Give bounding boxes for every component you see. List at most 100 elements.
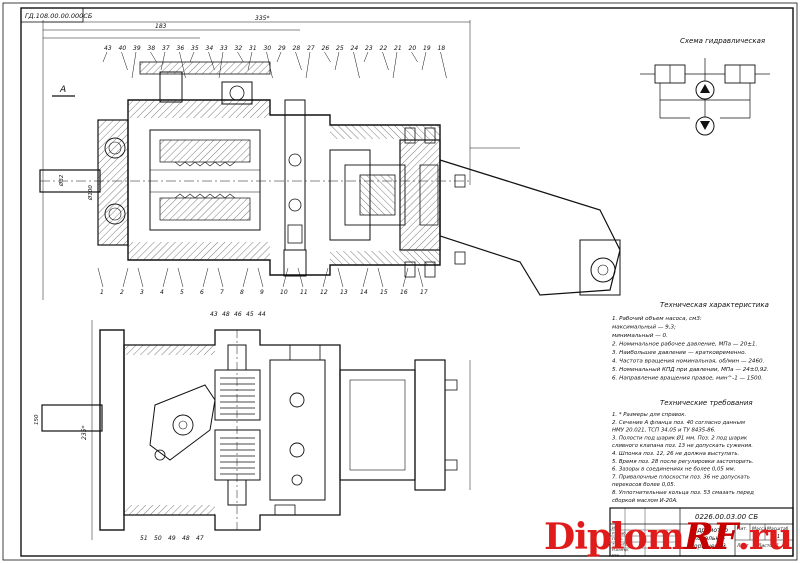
callout-lower-49: 49 — [168, 535, 176, 542]
callout-lower-48: 48 — [182, 535, 190, 542]
title-block-row-label: Утв. — [612, 553, 620, 558]
tech-char-line: 2. Номинальное рабочее давление, МПа — 2… — [612, 342, 758, 348]
callout-top-28: 28 — [293, 45, 301, 52]
stage-label: Лит. — [736, 526, 747, 532]
callout-bottom-4: 4 — [160, 289, 164, 296]
callout-bottom-1: 1 — [100, 289, 104, 296]
rear-motor-body — [439, 159, 621, 296]
sheet-label: Лист — [736, 543, 749, 549]
swash-lever — [149, 384, 216, 461]
top-section-view: 335* 183 Ø32 Ø100 — [39, 15, 621, 300]
lower-rear-extension — [339, 369, 416, 481]
tech-req-line: 5. Время поз. 28 после регулировки засто… — [612, 459, 754, 465]
top-port-left — [159, 71, 183, 103]
callout-lower-48: 48 — [222, 311, 230, 318]
callout-lower-50: 50 — [154, 535, 162, 542]
callout-bottom-5: 5 — [180, 289, 184, 296]
callout-bottom-13: 13 — [340, 289, 348, 296]
callout-top-31: 31 — [249, 45, 257, 52]
corner-stamp-text: ГД.108.00.00.000СБ — [25, 12, 93, 20]
tech-req-line: 8. Уплотнительные кольца поз. 53 смазать… — [612, 490, 754, 496]
lower-flange — [99, 329, 125, 531]
tech-char-line: 3. Наибольшее давление — кратковременно. — [612, 350, 747, 356]
callout-bottom-6: 6 — [200, 289, 204, 296]
callout-top-21: 21 — [394, 45, 402, 52]
regulator-block — [269, 359, 326, 501]
callout-bottom-15: 15 — [380, 289, 388, 296]
tech-req-line: 2. Сечение А фланца поз. 40 согласно дан… — [612, 420, 745, 426]
callout-top-34: 34 — [206, 45, 214, 52]
mass-label: Масса — [752, 526, 767, 532]
cylinder-block — [149, 129, 261, 231]
tech-req-line: 3. Полости под шарик Ø1 мм. Поз. 2 под ш… — [612, 434, 748, 441]
callout-top-32: 32 — [235, 45, 243, 52]
callout-top-27: 27 — [307, 45, 315, 52]
top-port-right — [221, 81, 253, 105]
tech-req-line: 4. Шпонка поз. 12, 26 не должна выступат… — [612, 451, 739, 457]
callout-top-38: 38 — [148, 45, 156, 52]
lower-end-flange — [414, 359, 446, 491]
dim-lower-width: 150 — [34, 414, 40, 425]
dim-body-length: 183 — [155, 23, 167, 30]
tech-requirements-block: Технические требования 1. * Размеры для … — [612, 399, 754, 504]
dim-flange-dia: Ø100 — [87, 185, 94, 201]
callout-bottom-12: 12 — [320, 289, 328, 296]
callout-top-35: 35 — [191, 45, 199, 52]
section-label-a: А — [59, 85, 66, 95]
callout-bottom-7: 7 — [220, 289, 224, 296]
callout-lower-45: 45 — [246, 311, 254, 318]
drawing-name-line3: поршневой — [690, 543, 726, 550]
callout-top-26: 26 — [322, 45, 330, 52]
tech-char-line: 1. Рабочий объем насоса, см3: — [612, 316, 702, 322]
lower-plan-view: 235* 150 — [34, 320, 471, 540]
callout-bottom-9: 9 — [260, 289, 264, 296]
tech-char-line: 6. Направление вращения правое, мин^-1 —… — [612, 376, 763, 382]
tech-char-line: минимальный — 0. — [612, 333, 668, 339]
tech-req-title: Технические требования — [660, 399, 753, 407]
sheets-label: Листов 1 — [757, 543, 779, 549]
callout-bottom-14: 14 — [360, 289, 368, 296]
callout-top-20: 20 — [409, 45, 417, 52]
callout-top-43: 43 — [104, 45, 112, 52]
watermark-tail: .ru — [737, 516, 793, 558]
title-block-row-label: Н.контр. — [612, 547, 629, 552]
tech-characteristics-block: Техническая характеристика 1. Рабочий об… — [612, 301, 769, 382]
title-block-row-label: Т.контр. — [612, 542, 628, 547]
lower-shaft — [41, 404, 103, 432]
callout-bottom-2: 2 — [120, 289, 124, 296]
hydraulic-scheme: Схема гидравлическая — [640, 37, 770, 136]
title-block-row-label: Разраб. — [612, 531, 627, 536]
callout-top-23: 23 — [365, 45, 373, 52]
drawing-name-line1: Гидромотор — [690, 527, 728, 534]
callout-bottom-8: 8 — [240, 289, 244, 296]
tech-req-line: сборкой маслом И-20А. — [612, 498, 678, 504]
callout-lower-51: 51 — [140, 535, 148, 542]
watermark: DiplomRF.ru — [544, 515, 793, 559]
callout-top-18: 18 — [438, 45, 446, 52]
tech-char-line: 5. Номинальный КПД при давлении, МПа — 2… — [612, 367, 769, 373]
tech-req-line: НМУ 20.021, ТСП 34.05 и ТУ 8435-86. — [612, 428, 716, 434]
watermark-accent: RF — [683, 516, 738, 558]
tech-req-line: 7. Привалочные плоскости поз. 36 не допу… — [612, 474, 750, 480]
tech-char-line: 4. Частота вращения номинальная, об/мин … — [612, 359, 765, 365]
scale-value: 1:1 — [772, 534, 780, 540]
control-spring-upper — [214, 369, 261, 421]
title-block-row-label: Изм. — [612, 525, 621, 530]
callout-top-39: 39 — [133, 45, 141, 52]
callout-lower-47: 47 — [196, 535, 204, 542]
callout-bottom-16: 16 — [400, 289, 408, 296]
callout-bottom-17: 17 — [420, 289, 428, 296]
callout-bottom-11: 11 — [300, 289, 308, 296]
tech-req-line: перекосов более 0,05. — [612, 482, 675, 488]
callout-top-19: 19 — [423, 45, 431, 52]
title-block-row-label: Пров. — [612, 536, 623, 541]
callout-top-30: 30 — [264, 45, 272, 52]
scale-label: Масштаб — [767, 526, 789, 532]
sheet-inner-frame — [20, 7, 794, 557]
tech-char-title: Техническая характеристика — [660, 301, 769, 309]
